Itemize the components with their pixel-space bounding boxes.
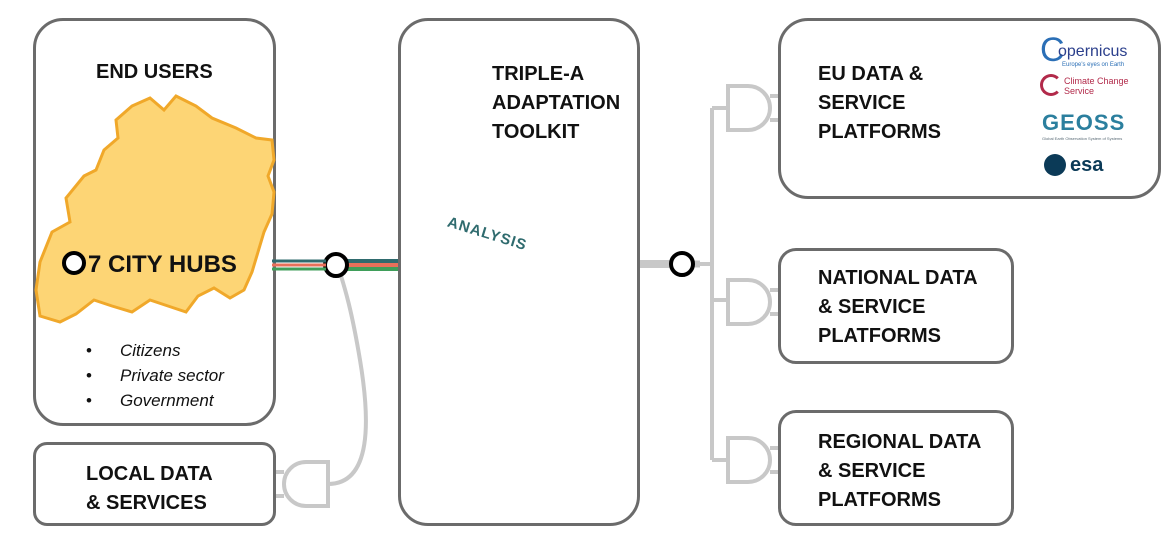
city-hubs-label: 7 CITY HUBS [88, 251, 237, 278]
esa-globe-icon [1044, 154, 1066, 176]
eu-platforms-title-1: EU DATA & [818, 63, 924, 85]
c3s-line2: Service [1064, 86, 1095, 96]
copernicus-tagline: Europe's eyes on Earth [1062, 62, 1125, 68]
regional-platforms-panel [778, 410, 1014, 526]
regional-platforms-title-3: PLATFORMS [818, 489, 941, 511]
national-platforms-title-2: & SERVICE [818, 296, 926, 318]
plug-local [276, 460, 330, 508]
end-users-list: Citizens Private sector Government [86, 338, 224, 413]
c3s-swirl-icon [1040, 74, 1062, 96]
copernicus-wordmark: opernicus [1058, 43, 1128, 60]
esa-wordmark: esa [1070, 154, 1104, 176]
geoss-tagline: Global Earth Observation System of Syste… [1042, 136, 1123, 141]
c3s-line1: Climate Change [1064, 76, 1129, 86]
eu-platforms-panel [778, 18, 1161, 199]
regional-platforms-title-2: & SERVICE [818, 460, 926, 482]
local-services-title-1: LOCAL DATA [86, 463, 213, 485]
toolkit-panel [398, 18, 640, 526]
local-services-title-2: & SERVICES [86, 492, 207, 514]
eu-platforms-title-3: PLATFORMS [818, 121, 941, 143]
geoss-wordmark: GEOSS [1042, 110, 1126, 135]
toolkit-title-1: TRIPLE-A [492, 63, 585, 85]
node-right [669, 251, 695, 277]
list-item: Citizens [86, 338, 224, 363]
wire-local [327, 265, 368, 486]
regional-platforms-title-1: REGIONAL DATA [818, 431, 982, 453]
wire-bus [700, 106, 728, 462]
national-platforms-title-1: NATIONAL DATA [818, 267, 978, 289]
toolkit-title-3: TOOLKIT [492, 121, 580, 143]
local-services-panel [33, 442, 276, 526]
list-item: Government [86, 388, 224, 413]
eu-platforms-title-2: SERVICE [818, 92, 906, 114]
end-users-title: END USERS [96, 61, 213, 83]
list-item: Private sector [86, 363, 224, 388]
toolkit-title-2: ADAPTATION [492, 92, 621, 114]
national-platforms-panel [778, 248, 1014, 364]
national-platforms-title-3: PLATFORMS [818, 325, 941, 347]
